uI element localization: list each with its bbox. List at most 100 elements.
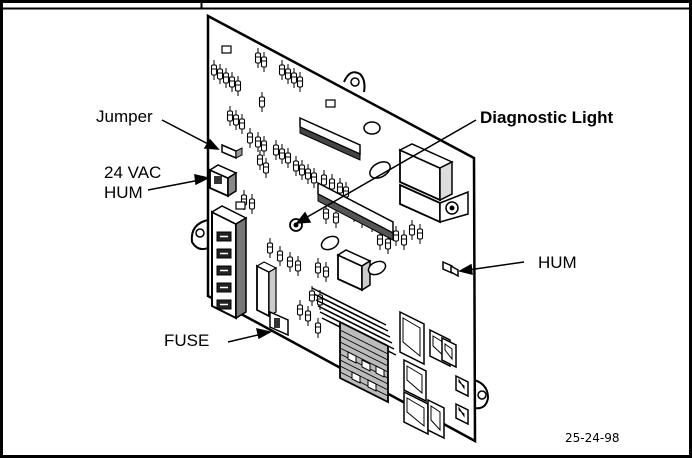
resistor bbox=[400, 230, 408, 250]
fuse-label: FUSE bbox=[164, 331, 209, 350]
mounting-tab bbox=[190, 219, 209, 251]
resistor bbox=[376, 230, 384, 250]
connector bbox=[427, 398, 445, 440]
resistor bbox=[238, 114, 246, 134]
connector bbox=[455, 402, 469, 426]
resistor bbox=[258, 92, 266, 112]
figure-number: 25-24-98 bbox=[565, 431, 619, 445]
resistor bbox=[254, 48, 262, 68]
resistor bbox=[272, 140, 280, 160]
hum-label: HUM bbox=[538, 253, 577, 272]
connector bbox=[441, 336, 457, 369]
chip bbox=[325, 99, 336, 108]
hatch-line bbox=[339, 377, 389, 403]
resistor bbox=[228, 72, 236, 92]
resistor bbox=[256, 150, 264, 170]
resistor bbox=[332, 208, 340, 228]
connector bbox=[403, 358, 427, 403]
resistor bbox=[260, 136, 268, 156]
diagnostic-light-arrow bbox=[301, 119, 477, 221]
chip bbox=[235, 201, 246, 210]
resistor bbox=[284, 64, 292, 84]
hum-24vac-label-line2: HUM bbox=[104, 183, 143, 202]
hatch-line bbox=[339, 371, 389, 397]
hatch-line bbox=[339, 335, 389, 361]
hatch-line bbox=[339, 365, 389, 391]
resistor bbox=[222, 68, 230, 88]
terminal-screw bbox=[216, 282, 232, 293]
resistor bbox=[308, 286, 316, 306]
diagnostic-light-label: Diagnostic Light bbox=[480, 108, 614, 127]
resistor bbox=[310, 168, 318, 188]
resistor bbox=[216, 64, 224, 84]
hum-tab bbox=[442, 260, 459, 278]
connector-block bbox=[339, 320, 389, 404]
resistor bbox=[210, 60, 218, 80]
chip bbox=[221, 45, 232, 54]
resistor bbox=[314, 318, 322, 338]
resistor bbox=[416, 224, 424, 244]
side-connectors bbox=[399, 310, 469, 440]
resistor bbox=[314, 258, 322, 278]
terminal-lug bbox=[361, 359, 371, 372]
header-pin bbox=[371, 317, 387, 326]
resistor bbox=[232, 110, 240, 130]
callout-arrows bbox=[147, 119, 525, 343]
resistor bbox=[262, 158, 270, 178]
screw-terminal-strip bbox=[210, 205, 248, 320]
terminal-lug bbox=[347, 351, 357, 364]
hum-24vac-label-line1: 24 VAC bbox=[104, 163, 161, 182]
resistor bbox=[266, 238, 274, 258]
hatch-line bbox=[339, 341, 389, 367]
resistor bbox=[234, 76, 242, 96]
resistor bbox=[248, 194, 256, 214]
terminal-screw bbox=[216, 299, 232, 310]
resistor bbox=[276, 246, 284, 266]
resistor bbox=[296, 300, 304, 320]
hum-terminal-block bbox=[208, 164, 238, 198]
resistor bbox=[304, 164, 312, 184]
jumper bbox=[221, 143, 243, 160]
mounting-tab bbox=[343, 71, 366, 93]
connector bbox=[399, 310, 425, 366]
hum-arrow bbox=[467, 261, 525, 271]
relay-block bbox=[398, 143, 469, 224]
hatch-line bbox=[339, 359, 389, 385]
fuse-arrow bbox=[227, 333, 263, 343]
lower-connector bbox=[317, 181, 394, 241]
resistor bbox=[322, 262, 330, 282]
resistor bbox=[294, 256, 302, 276]
transformer bbox=[336, 249, 372, 292]
resistor bbox=[260, 52, 268, 72]
resistor bbox=[226, 106, 234, 126]
terminal-lug bbox=[367, 379, 377, 392]
resistor bbox=[322, 204, 330, 224]
header-pin bbox=[375, 329, 391, 338]
jumper-label: Jumper bbox=[96, 107, 153, 126]
header-connector bbox=[299, 116, 361, 161]
resistor bbox=[290, 68, 298, 88]
header-pin bbox=[373, 323, 389, 332]
mounting-tab bbox=[473, 379, 490, 410]
jumper-arrow bbox=[161, 119, 213, 147]
connector bbox=[403, 390, 429, 436]
resistor bbox=[254, 132, 262, 152]
resistor bbox=[278, 60, 286, 80]
resistor bbox=[246, 128, 254, 148]
hum-terminal-arrow bbox=[147, 179, 201, 191]
terminal-lug bbox=[375, 365, 385, 378]
resistor bbox=[286, 252, 294, 272]
resistor bbox=[304, 306, 312, 326]
terminal-screw bbox=[216, 265, 232, 276]
resistor bbox=[296, 72, 304, 92]
resistor bbox=[278, 144, 286, 164]
hatch-line bbox=[339, 329, 389, 355]
resistor bbox=[292, 156, 300, 176]
resistor bbox=[298, 160, 306, 180]
terminal-screw bbox=[216, 248, 232, 259]
resistor bbox=[284, 148, 292, 168]
connector bbox=[455, 374, 469, 398]
